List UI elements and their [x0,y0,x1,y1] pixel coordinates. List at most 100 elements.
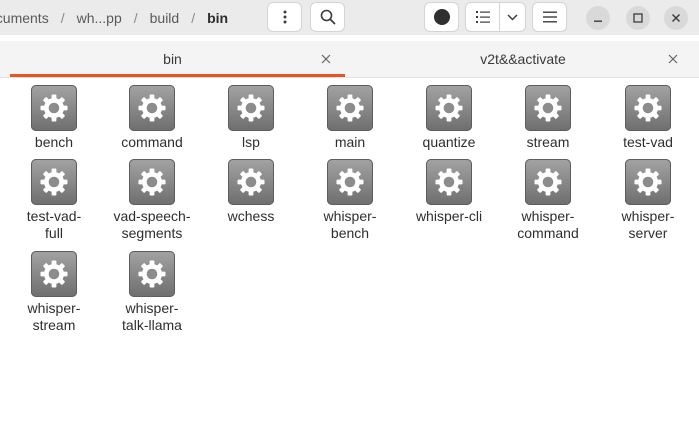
file-label: quantize [422,134,476,150]
executable-file-icon [327,159,373,205]
gear-icon [634,168,662,196]
path-menu-button[interactable] [267,2,302,32]
vertical-dots-icon [283,10,286,24]
executable-file-icon [31,85,77,131]
maximize-icon [633,13,643,23]
file-label: main [334,134,366,150]
gear-icon [634,94,662,122]
breadcrumb-item-build[interactable]: build [149,9,180,26]
record-icon [433,9,450,25]
tab-bin[interactable]: bin [0,41,345,77]
executable-file-icon [228,159,274,205]
executable-file-icon [426,85,472,131]
file-item[interactable]: command [104,85,200,151]
gear-icon [138,260,166,288]
file-label: whisper-server [621,208,675,241]
view-toggle-button[interactable] [465,2,526,32]
gear-icon [336,168,364,196]
record-button[interactable] [424,2,459,32]
file-item[interactable]: stream [500,85,596,151]
file-label: vad-speech-segments [113,208,191,241]
executable-file-icon [625,85,671,131]
search-button[interactable] [310,2,345,32]
tab-close-button[interactable] [666,52,680,66]
breadcrumb-item-documents[interactable]: ocuments [0,9,49,26]
file-item[interactable]: whisper-bench [302,159,398,242]
file-label: whisper-bench [323,208,377,241]
file-item[interactable]: whisper-stream [6,251,102,334]
tab-label: bin [163,51,182,67]
file-item[interactable]: quantize [401,85,497,151]
breadcrumb-separator: / [60,9,65,26]
executable-file-icon [31,159,77,205]
file-item[interactable]: test-vad-full [6,159,102,242]
main-menu-button[interactable] [532,2,567,32]
minimize-icon [594,20,602,22]
file-item[interactable]: bench [6,85,102,151]
file-label: command [121,134,183,150]
gear-icon [138,94,166,122]
gear-icon [237,94,265,122]
gear-icon [40,94,68,122]
gear-icon [435,94,463,122]
breadcrumb-separator: / [133,9,138,26]
file-item[interactable]: lsp [203,85,299,151]
close-icon [668,54,678,64]
executable-file-icon [525,85,571,131]
file-item[interactable]: whisper-talk-llama [104,251,200,334]
close-icon [321,54,331,64]
file-item[interactable]: vad-speech-segments [104,159,200,242]
executable-file-icon [625,159,671,205]
tab-bar: bin v2t&&activate [0,41,699,78]
gear-icon [237,168,265,196]
minimize-button[interactable] [586,6,610,30]
tab-close-button[interactable] [319,52,333,66]
executable-file-icon [228,85,274,131]
file-label: whisper-talk-llama [122,300,182,333]
view-options-dropdown[interactable] [500,3,525,31]
file-label: whisper-command [517,208,579,241]
file-label: test-vad-full [26,208,82,241]
hamburger-icon [542,11,557,23]
close-icon [672,14,680,22]
file-label: whisper-cli [415,208,483,224]
breadcrumb-separator: / [191,9,196,26]
tab-label: v2t&&activate [480,51,566,67]
list-view-icon [475,11,490,23]
breadcrumb-item-project[interactable]: wh...pp [76,9,122,26]
file-label: lsp [242,134,260,150]
file-item[interactable]: whisper-command [500,159,596,242]
executable-file-icon [525,159,571,205]
file-item[interactable]: whisper-cli [401,159,497,225]
executable-file-icon [327,85,373,131]
file-label: wchess [227,208,275,224]
breadcrumb-item-bin[interactable]: bin [207,9,229,26]
file-label: stream [526,134,570,150]
file-item[interactable]: test-vad [600,85,696,151]
gear-icon [40,168,68,196]
executable-file-icon [426,159,472,205]
gear-icon [138,168,166,196]
executable-file-icon [129,159,175,205]
file-item[interactable]: main [302,85,398,151]
gear-icon [435,168,463,196]
gear-icon [534,94,562,122]
executable-file-icon [129,251,175,297]
file-label: bench [34,134,74,150]
executable-file-icon [31,251,77,297]
maximize-button[interactable] [626,6,650,30]
file-item[interactable]: whisper-server [600,159,696,242]
tab-v2t-activate[interactable]: v2t&&activate [350,41,696,77]
file-label: test-vad [623,134,673,150]
header-bar: ocuments / wh...pp / build / bin [0,0,699,35]
gear-icon [336,94,364,122]
executable-file-icon [129,85,175,131]
close-window-button[interactable] [664,6,688,30]
file-item[interactable]: wchess [203,159,299,225]
file-label: whisper-stream [27,300,81,333]
chevron-down-icon [507,13,518,21]
gear-icon [40,260,68,288]
gear-icon [534,168,562,196]
list-view-button[interactable] [466,3,501,31]
search-icon [320,9,335,25]
